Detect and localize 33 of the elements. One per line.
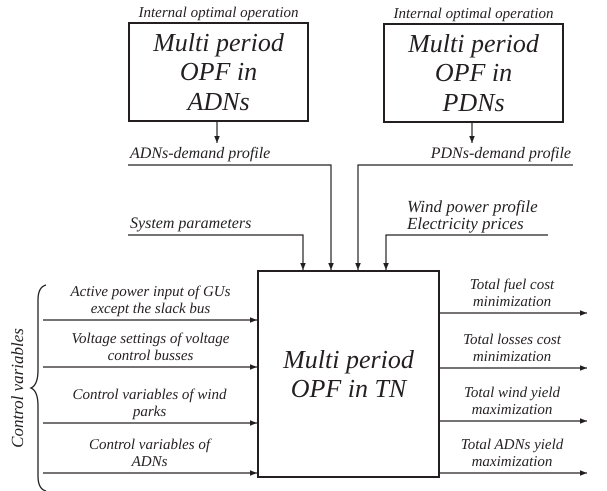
arrow <box>43 420 257 426</box>
arrow <box>440 418 587 424</box>
arrow <box>43 470 257 476</box>
box-caption: Internal optimal operation <box>394 6 554 23</box>
arrow <box>440 365 587 371</box>
box-caption: Internal optimal operation <box>138 5 298 22</box>
arrow <box>440 310 587 316</box>
arrow <box>469 123 475 143</box>
box-title: Multi period OPF in PDNs <box>406 29 540 117</box>
arrow <box>43 364 257 370</box>
arrow <box>128 164 334 270</box>
edge-label: Total wind yield maximization <box>462 385 562 420</box>
input-label: Wind power profile Electricity prices <box>406 198 539 232</box>
box-title: Multi period OPF in TN <box>282 344 415 404</box>
box-title: Multi period OPF in ADNs <box>152 28 285 116</box>
edge-label: Total fuel cost minimization <box>468 277 556 312</box>
input-label: ADNs-demand profile <box>128 145 272 162</box>
input-label: System parameters <box>129 215 252 232</box>
input-label: PDNs-demand profile <box>430 145 572 162</box>
edge-label: Control variables of ADNs <box>88 437 213 472</box>
arrow <box>383 234 548 270</box>
edge-label: Total ADNs yield maximization <box>460 437 564 472</box>
arrow <box>355 164 573 270</box>
arrow <box>440 470 587 476</box>
edge-label: Total losses cost minimization <box>462 332 562 367</box>
edge-label: Control variables of wind parks <box>72 387 227 422</box>
process-box <box>257 270 440 478</box>
edge-label: Active power input of GUs except the slack bus <box>68 284 232 319</box>
arrow <box>43 317 257 323</box>
arrow <box>214 122 220 143</box>
arrow <box>128 234 306 270</box>
group-label: Control variables <box>8 328 28 448</box>
edge-label: Voltage settings of voltage control busses <box>70 331 230 366</box>
